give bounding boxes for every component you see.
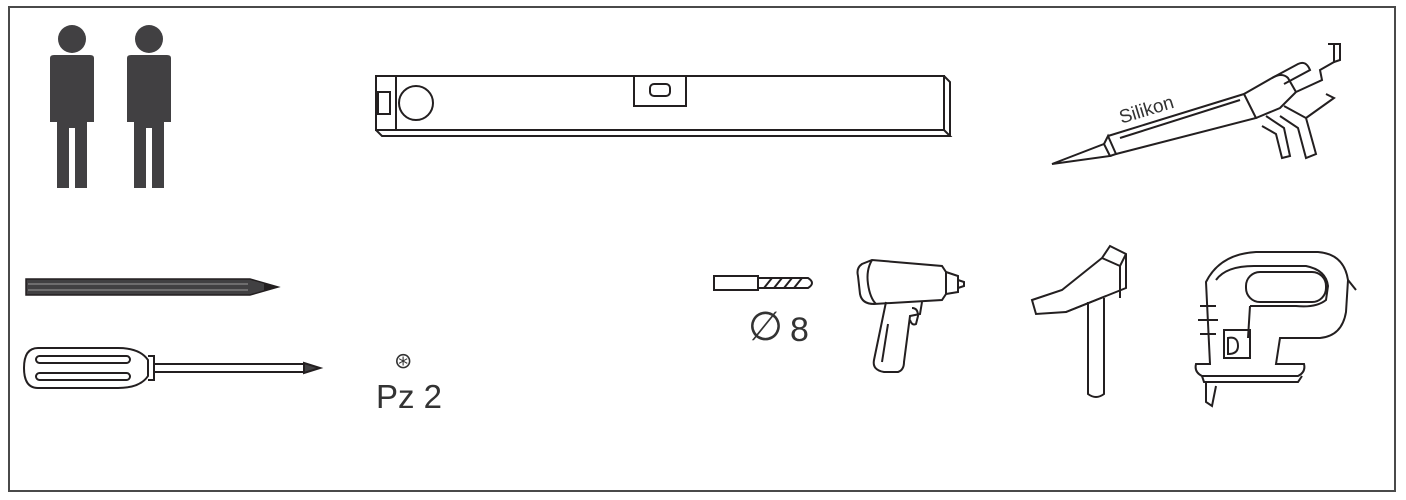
screwdriver-icon [20,342,330,394]
screwdriver-bit-size: Pz 2 [376,378,442,416]
person-icon [50,25,94,188]
cordless-drill-icon [846,254,970,378]
drill-bit-icon [712,272,820,294]
silicone-gun-icon: Silikon [1044,36,1344,176]
hammer-icon [1026,240,1136,400]
two-persons-icon [36,22,188,192]
spirit-level-icon [372,70,952,140]
drill-diameter-symbol: ∅ [748,304,783,350]
drill-diameter-value: 8 [790,311,809,350]
pencil-icon [24,276,284,298]
pozidriv-symbol-icon: ⊛ [394,348,412,374]
person-icon [127,25,171,188]
jigsaw-icon [1186,246,1366,410]
